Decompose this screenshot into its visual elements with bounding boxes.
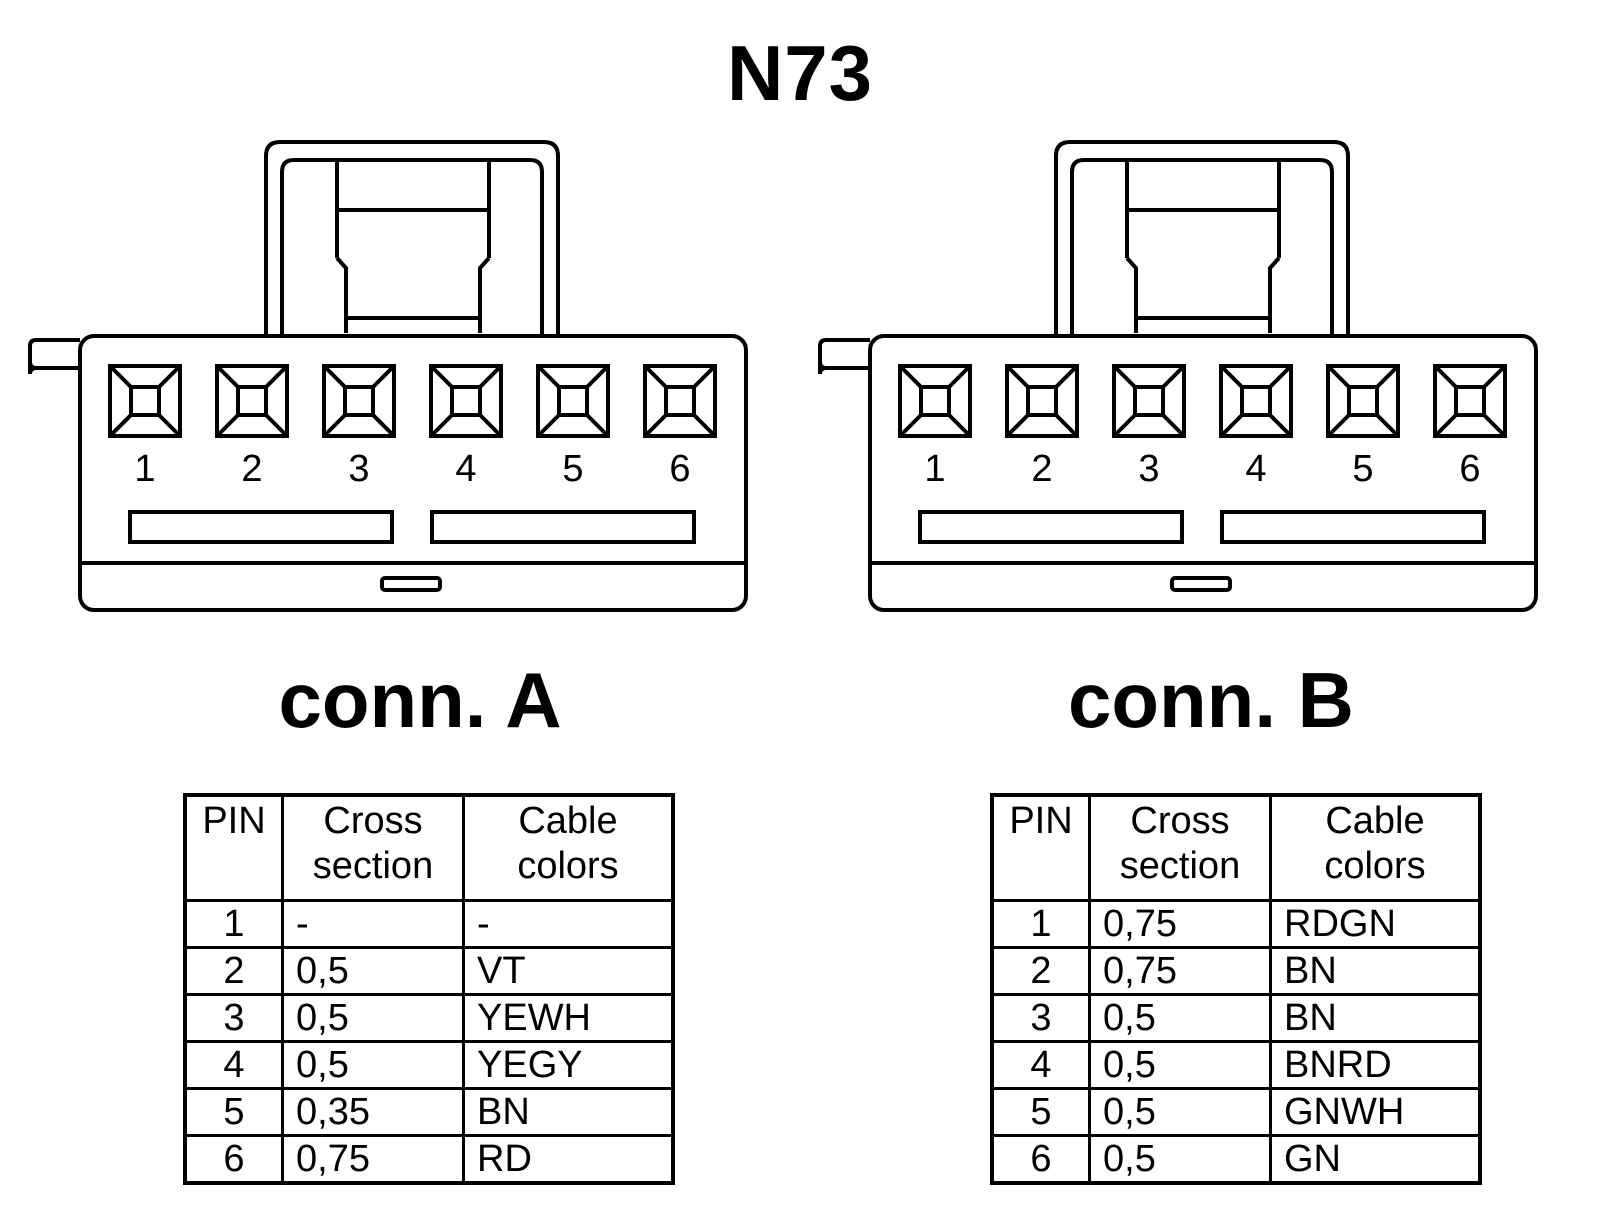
pin-cell: 2 <box>183 946 284 996</box>
pin-terminal-3 <box>1112 364 1186 438</box>
pin-column-header: PIN <box>990 793 1091 902</box>
cable-colors-column-header: Cable colors <box>462 793 675 902</box>
cross-section-cell: 0,75 <box>1088 946 1272 996</box>
pin-terminal-5 <box>1326 364 1400 438</box>
cross-section-cell: 0,5 <box>1088 993 1272 1043</box>
pin-number-label: 4 <box>1245 448 1266 490</box>
pin-cell: 6 <box>990 1134 1091 1185</box>
pin-cell: 4 <box>183 1040 284 1090</box>
pin-number-label: 5 <box>1352 448 1373 490</box>
pin-number-label: 1 <box>924 448 945 490</box>
cable-color-cell: GN <box>1269 1134 1482 1185</box>
header-line: section <box>1119 845 1241 887</box>
pin-cell: 2 <box>990 946 1091 996</box>
pin-number-label: 6 <box>669 448 690 490</box>
pin-cell: 6 <box>183 1134 284 1185</box>
header-line: Cross <box>1130 800 1230 842</box>
connector-a-drawing: 1 2 3 4 5 6 <box>28 140 748 612</box>
pin-number-label: 2 <box>241 448 262 490</box>
cable-color-cell: RD <box>462 1134 675 1185</box>
pin-cell: 5 <box>990 1087 1091 1137</box>
cross-section-cell: 0,75 <box>1088 899 1272 949</box>
cable-color-cell: BN <box>462 1087 675 1137</box>
pin-terminal-1 <box>898 364 972 438</box>
cross-section-column-header: Cross section <box>281 793 465 902</box>
header-line: Cross <box>323 800 423 842</box>
cable-color-cell: YEWH <box>462 993 675 1043</box>
pin-number-label: 6 <box>1459 448 1480 490</box>
pin-cell: 1 <box>183 899 284 949</box>
cable-color-cell: BNRD <box>1269 1040 1482 1090</box>
connector-a-label: conn. A <box>278 656 562 744</box>
pin-terminal-5 <box>536 364 610 438</box>
cross-section-cell: 0,5 <box>1088 1134 1272 1185</box>
pin-number-label: 5 <box>562 448 583 490</box>
connector-b-label: conn. B <box>1068 656 1354 744</box>
cross-section-cell: 0,5 <box>1088 1040 1272 1090</box>
pin-terminal-6 <box>643 364 717 438</box>
pin-terminal-2 <box>215 364 289 438</box>
header-line: Cable <box>1325 800 1425 842</box>
cross-section-cell: 0,5 <box>281 946 465 996</box>
pin-cell: 1 <box>990 899 1091 949</box>
cross-section-cell: 0,35 <box>281 1087 465 1137</box>
pin-number-label: 3 <box>1138 448 1159 490</box>
cross-section-cell: 0,5 <box>281 1040 465 1090</box>
pin-terminal-6 <box>1433 364 1507 438</box>
cable-color-cell: GNWH <box>1269 1087 1482 1137</box>
pin-number-label: 3 <box>348 448 369 490</box>
cable-color-cell: RDGN <box>1269 899 1482 949</box>
cable-color-cell: - <box>462 899 675 949</box>
header-line: section <box>312 845 434 887</box>
cable-color-cell: BN <box>1269 946 1482 996</box>
cross-section-column-header: Cross section <box>1088 793 1272 902</box>
connector-b-drawing: 1 2 3 4 5 6 <box>818 140 1538 612</box>
pin-cell: 5 <box>183 1087 284 1137</box>
pin-terminal-2 <box>1005 364 1079 438</box>
pin-terminal-4 <box>1219 364 1293 438</box>
pin-terminal-3 <box>322 364 396 438</box>
cable-color-cell: YEGY <box>462 1040 675 1090</box>
cable-color-cell: BN <box>1269 993 1482 1043</box>
pin-number-label: 2 <box>1031 448 1052 490</box>
diagram-title: N73 <box>726 29 874 117</box>
pin-terminal-1 <box>108 364 182 438</box>
pin-cell: 4 <box>990 1040 1091 1090</box>
table-row: 1-- <box>183 899 675 949</box>
cross-section-cell: 0,5 <box>281 993 465 1043</box>
table-header-row: PIN Cross section Cable colors <box>183 793 675 902</box>
cross-section-cell: - <box>281 899 465 949</box>
pin-cell: 3 <box>183 993 284 1043</box>
header-line: Cable <box>518 800 618 842</box>
table-header-row: PIN Cross section Cable colors <box>990 793 1482 902</box>
cross-section-cell: 0,75 <box>281 1134 465 1185</box>
pin-terminal-4 <box>429 364 503 438</box>
cable-colors-column-header: Cable colors <box>1269 793 1482 902</box>
cross-section-cell: 0,5 <box>1088 1087 1272 1137</box>
header-line: colors <box>1324 845 1426 887</box>
pin-number-label: 4 <box>455 448 476 490</box>
pin-number-label: 1 <box>134 448 155 490</box>
pin-column-header: PIN <box>183 793 284 902</box>
cable-color-cell: VT <box>462 946 675 996</box>
pin-cell: 3 <box>990 993 1091 1043</box>
header-line: colors <box>517 845 619 887</box>
